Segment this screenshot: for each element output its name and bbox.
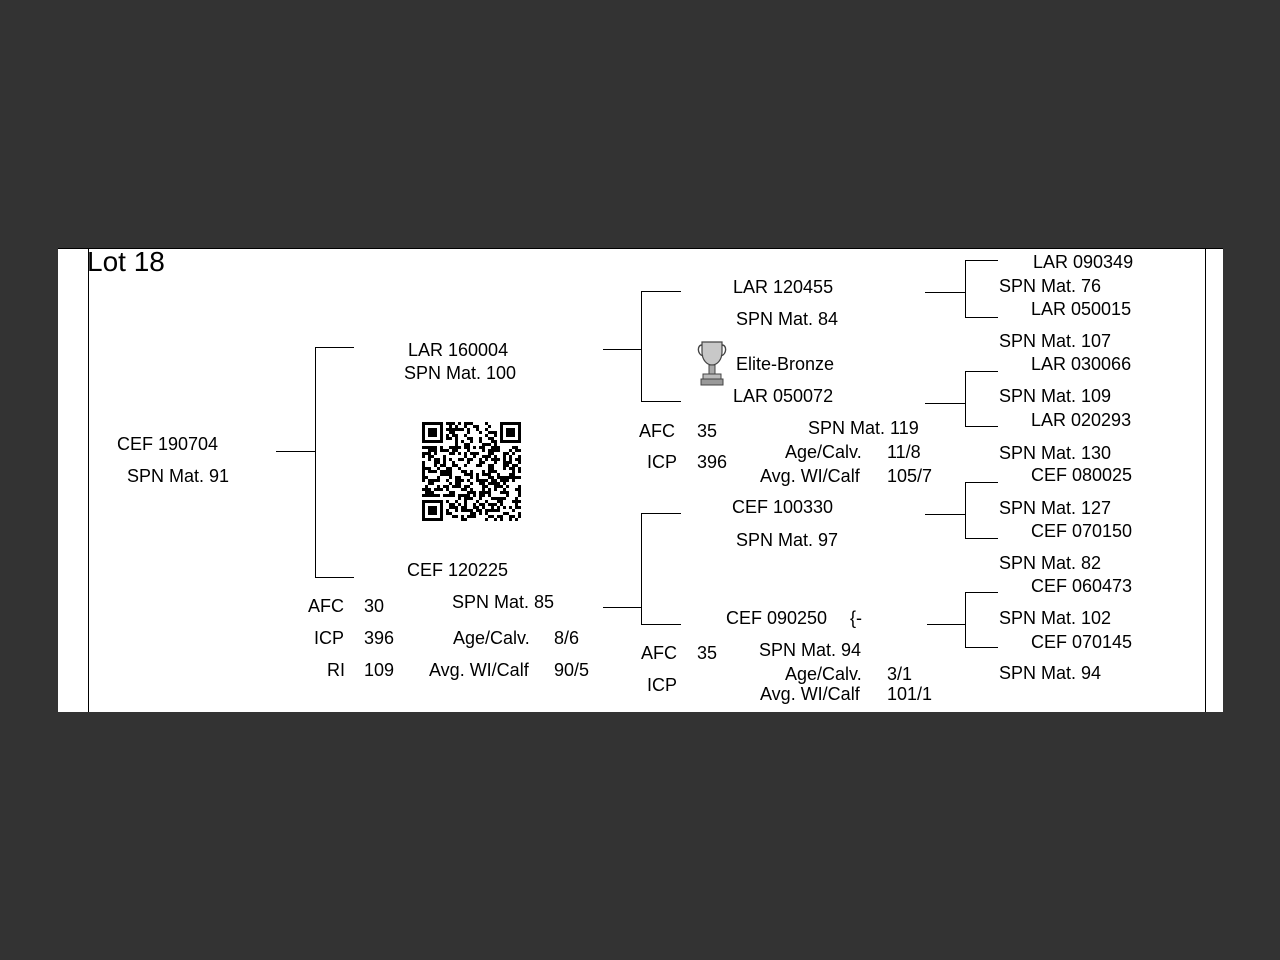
- sire-dam-age-calv-value: 11/8: [887, 442, 921, 462]
- sire-dam-award: Elite-Bronze: [736, 354, 835, 374]
- sire-dam-icp-value: 396: [697, 452, 728, 472]
- connector: [965, 592, 998, 593]
- dam-icp-label: ICP: [314, 628, 345, 648]
- dam-dam-afc-value: 35: [697, 643, 718, 663]
- ggp-id: LAR 030066: [1031, 354, 1132, 374]
- sire-dam-spn: SPN Mat. 119: [808, 418, 919, 438]
- dam-avg-wi-label: Avg. WI/Calf: [429, 660, 529, 680]
- sire-spn: SPN Mat. 100: [404, 363, 517, 383]
- dam-dam-id: CEF 090250: [726, 608, 828, 628]
- ggp-spn: SPN Mat. 82: [999, 553, 1102, 573]
- ggp-spn: SPN Mat. 127: [999, 498, 1112, 518]
- dam-dam-age-calv-label: Age/Calv.: [785, 664, 862, 684]
- subject-spn: SPN Mat. 91: [127, 466, 230, 486]
- sire-dam-icp-label: ICP: [647, 452, 678, 472]
- connector: [315, 347, 316, 577]
- dam-afc-value: 30: [364, 596, 385, 616]
- connector: [965, 647, 998, 648]
- dam-age-calv-value: 8/6: [554, 628, 580, 648]
- connector: [641, 291, 681, 292]
- dam-id: CEF 120225: [407, 560, 509, 580]
- sheet-top-border: [58, 248, 1223, 249]
- lot-title: Lot 18: [87, 248, 165, 277]
- sire-dam-avg-wi-label: Avg. WI/Calf: [760, 466, 860, 486]
- dam-icp-value: 396: [364, 628, 395, 648]
- sire-dam-afc-value: 35: [697, 421, 718, 441]
- qr-code-icon: [422, 422, 521, 521]
- dam-dam-spn: SPN Mat. 94: [759, 640, 862, 660]
- dam-dam-avg-wi-label: Avg. WI/Calf: [760, 684, 860, 704]
- ggp-id: CEF 060473: [1031, 576, 1133, 596]
- dam-sire-id: CEF 100330: [732, 497, 834, 517]
- connector: [965, 260, 966, 317]
- connector: [925, 514, 965, 515]
- dam-dam-avg-wi-value: 101/1: [887, 684, 933, 704]
- dam-ri-value: 109: [364, 660, 395, 680]
- connector: [641, 291, 642, 401]
- dam-avg-wi-value: 90/5: [554, 660, 590, 680]
- dam-sire-spn: SPN Mat. 97: [736, 530, 839, 550]
- ggp-id: LAR 020293: [1031, 410, 1132, 430]
- dam-afc-label: AFC: [308, 596, 344, 616]
- ggp-id: CEF 070145: [1031, 632, 1133, 652]
- trophy-icon: [697, 341, 727, 386]
- sire-dam-age-calv-label: Age/Calv.: [785, 442, 862, 462]
- ggp-id: LAR 050015: [1031, 299, 1132, 319]
- dam-age-calv-label: Age/Calv.: [453, 628, 530, 648]
- connector: [965, 371, 998, 372]
- ggp-spn: SPN Mat. 130: [999, 443, 1112, 463]
- connector: [315, 347, 354, 348]
- connector: [965, 538, 998, 539]
- connector: [603, 349, 641, 350]
- connector: [965, 482, 966, 538]
- dam-dam-suffix: {-: [850, 608, 863, 628]
- dam-dam-afc-label: AFC: [641, 643, 677, 663]
- connector: [315, 577, 354, 578]
- ggp-spn: SPN Mat. 107: [999, 331, 1112, 351]
- sire-dam-id: LAR 050072: [733, 386, 834, 406]
- connector: [965, 592, 966, 647]
- pedigree-sheet: Lot 18 CEF 190704 SPN Mat. 91 LAR 160004…: [58, 248, 1223, 712]
- connector: [641, 624, 681, 625]
- ggp-spn: SPN Mat. 94: [999, 663, 1102, 683]
- connector: [965, 371, 966, 426]
- connector: [641, 513, 681, 514]
- ggp-id: CEF 070150: [1031, 521, 1133, 541]
- sheet-right-border: [1205, 248, 1206, 712]
- dam-ri-label: RI: [327, 660, 345, 680]
- connector: [965, 260, 998, 261]
- ggp-spn: SPN Mat. 76: [999, 276, 1102, 296]
- sire-dam-avg-wi-value: 105/7: [887, 466, 933, 486]
- ggp-spn: SPN Mat. 102: [999, 608, 1112, 628]
- dam-dam-age-calv-value: 3/1: [887, 664, 913, 684]
- subject-id: CEF 190704: [117, 434, 219, 454]
- connector: [641, 401, 681, 402]
- sire-sire-spn: SPN Mat. 84: [736, 309, 839, 329]
- connector: [965, 482, 998, 483]
- ggp-id: LAR 090349: [1033, 252, 1134, 272]
- sire-id: LAR 160004: [408, 340, 509, 360]
- connector: [925, 403, 965, 404]
- connector: [276, 451, 315, 452]
- connector: [965, 317, 998, 318]
- connector: [925, 292, 965, 293]
- connector: [927, 624, 965, 625]
- sire-dam-afc-label: AFC: [639, 421, 675, 441]
- connector: [603, 607, 641, 608]
- connector: [641, 513, 642, 624]
- dam-dam-icp-label: ICP: [647, 675, 678, 695]
- sire-sire-id: LAR 120455: [733, 277, 834, 297]
- ggp-id: CEF 080025: [1031, 465, 1133, 485]
- sheet-left-border: [88, 248, 89, 712]
- dam-spn: SPN Mat. 85: [452, 592, 555, 612]
- connector: [965, 426, 998, 427]
- ggp-spn: SPN Mat. 109: [999, 386, 1112, 406]
